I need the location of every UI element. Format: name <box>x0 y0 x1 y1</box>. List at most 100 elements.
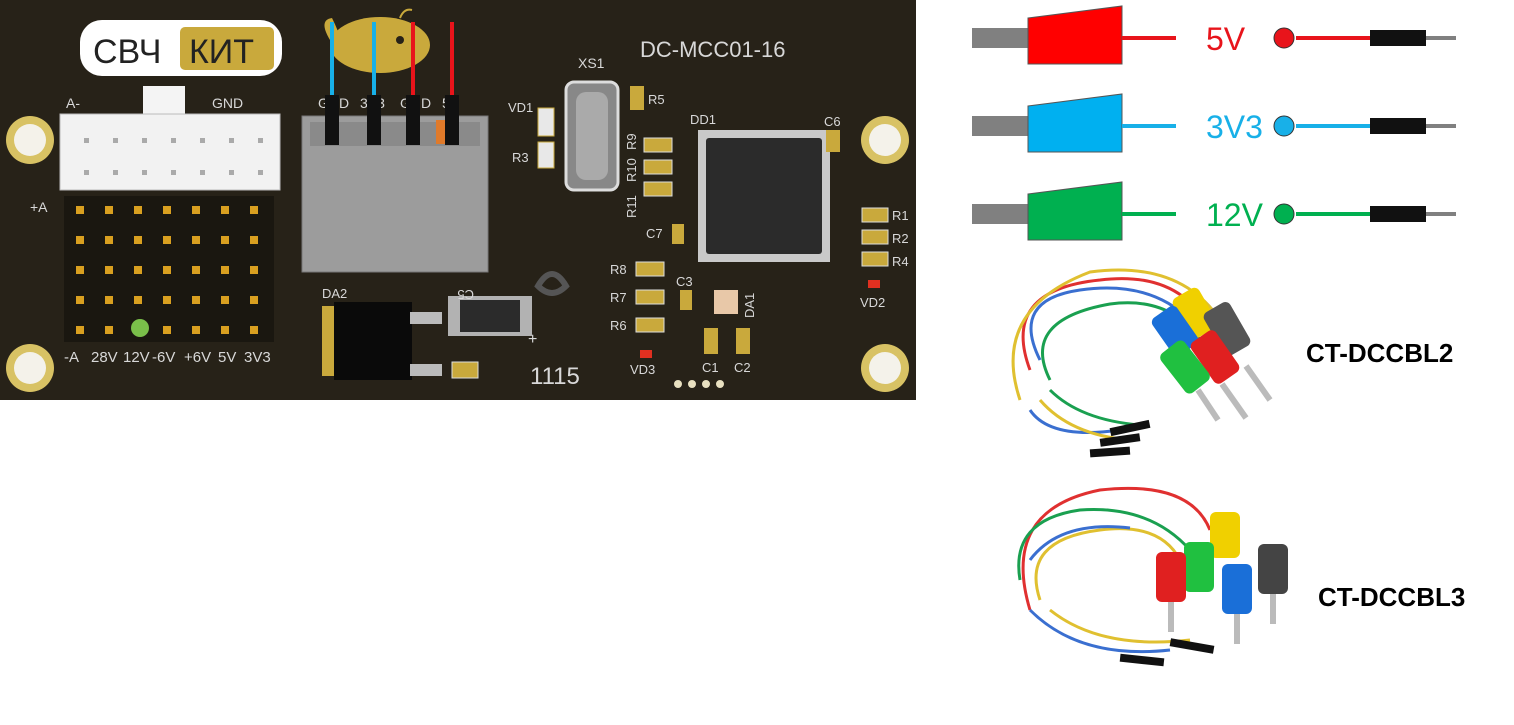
ref-c6: C6 <box>824 114 841 129</box>
rail-label: -A <box>64 349 79 366</box>
jumper-wire-gnd-red <box>406 22 420 145</box>
wire-legend-row: 12V <box>972 181 1456 241</box>
header-label-a-minus: A- <box>66 95 80 111</box>
header-pin <box>142 170 147 175</box>
matrix-pin <box>134 236 142 244</box>
ref-vd2: VD2 <box>860 295 885 310</box>
plug-body <box>1027 93 1123 153</box>
matrix-pin <box>250 296 258 304</box>
ref-r7: R7 <box>610 290 627 305</box>
matrix-pin <box>105 266 113 274</box>
cable-photo-ct-dccbl2 <box>1011 268 1273 458</box>
rail-label: 28V <box>91 349 118 366</box>
wire-connection-dot <box>1273 203 1295 225</box>
header-label-gnd: GND <box>212 95 243 111</box>
mounting-hole-bottom-right <box>861 344 909 392</box>
matrix-pin <box>105 326 113 334</box>
ref-r2: R2 <box>892 231 909 246</box>
mounting-hole-top-right <box>861 116 909 164</box>
matrix-pin <box>76 206 84 214</box>
matrix-pin <box>163 296 171 304</box>
matrix-pin <box>192 326 200 334</box>
plug-body <box>1027 181 1123 241</box>
wire-voltage-label: 12V <box>1206 197 1264 233</box>
matrix-pin <box>76 296 84 304</box>
ref-r10: R10 <box>624 158 639 182</box>
header-pin <box>258 170 263 175</box>
matrix-pin <box>221 236 229 244</box>
matrix-pin <box>192 206 200 214</box>
resistor-r5 <box>630 86 644 110</box>
resistor-r3 <box>537 141 555 169</box>
rail-label: -6V <box>152 349 175 366</box>
cable-label-ct-dccbl2: CT-DCCBL2 <box>1306 338 1454 368</box>
rail-label: 3V3 <box>244 349 271 366</box>
crystal-xs1 <box>564 80 620 192</box>
header-pin <box>142 138 147 143</box>
matrix-pin <box>134 266 142 274</box>
brand-left-text: СВЧ <box>93 33 161 71</box>
header-pin <box>113 170 118 175</box>
dupont-connector <box>1370 118 1426 134</box>
wire-voltage-label: 5V <box>1206 21 1246 57</box>
mcu-dd1 <box>698 130 830 262</box>
ref-vd3: VD3 <box>630 362 655 377</box>
rail-label: 5V <box>218 349 236 366</box>
resistor-array-r1-r4 <box>861 207 889 267</box>
capacitor-c5 <box>448 296 532 336</box>
regulator-da1 <box>714 290 738 314</box>
ref-dd1: DD1 <box>690 112 716 127</box>
header-pin <box>229 138 234 143</box>
matrix-pin <box>105 236 113 244</box>
led-vd2 <box>868 280 880 288</box>
matrix-pin <box>105 206 113 214</box>
header-connector-white <box>59 86 281 191</box>
matrix-pin <box>76 266 84 274</box>
ref-c2: C2 <box>734 360 751 375</box>
matrix-pin <box>221 206 229 214</box>
diode-vd1 <box>537 107 555 137</box>
wire-voltage-label: 3V3 <box>1206 109 1263 145</box>
ref-c5: C5 <box>457 287 474 302</box>
header-pin <box>171 170 176 175</box>
matrix-pin <box>76 326 84 334</box>
wire-connection-dot <box>1273 27 1295 49</box>
matrix-pin <box>134 296 142 304</box>
matrix-pin <box>250 206 258 214</box>
matrix-pin <box>163 236 171 244</box>
plug-pin <box>972 204 1032 224</box>
capacitor-c7 <box>672 224 684 244</box>
matrix-pin <box>192 236 200 244</box>
ref-da2: DA2 <box>322 286 347 301</box>
ref-r11: R11 <box>624 195 639 218</box>
matrix-pin <box>76 236 84 244</box>
header-pin <box>258 138 263 143</box>
ref-r5: R5 <box>648 92 665 107</box>
capacitor-small-da2 <box>451 361 479 379</box>
plus-a-label: +A <box>30 199 48 215</box>
capacitor-c1 <box>704 328 718 354</box>
header-pin <box>113 138 118 143</box>
cable-photo-ct-dccbl3 <box>1017 486 1288 667</box>
board-logo-icon <box>534 271 570 296</box>
marking-1115: 1115 <box>530 363 580 390</box>
ref-c5-plus: + <box>528 331 537 348</box>
ref-c3: C3 <box>676 274 693 289</box>
header-pin <box>200 170 205 175</box>
brand-right-text: КИТ <box>189 33 254 71</box>
ref-r4: R4 <box>892 254 909 269</box>
ref-r3: R3 <box>512 150 529 165</box>
resistor-array-r6-r8 <box>635 261 665 333</box>
cable-illustrations <box>1011 268 1288 667</box>
wire-legend: 5V 3V3 12V <box>972 5 1456 241</box>
mounting-hole-bottom-left <box>6 344 54 392</box>
ref-r8: R8 <box>610 262 627 277</box>
test-pads <box>674 380 724 388</box>
capacitor-c6 <box>826 130 840 152</box>
rail-label: 12V <box>123 349 150 366</box>
pin-header-matrix <box>64 196 274 342</box>
wire-legend-row: 3V3 <box>972 93 1456 153</box>
header-pin <box>229 170 234 175</box>
rail-label: +6V <box>184 349 211 366</box>
matrix-pin <box>192 266 200 274</box>
